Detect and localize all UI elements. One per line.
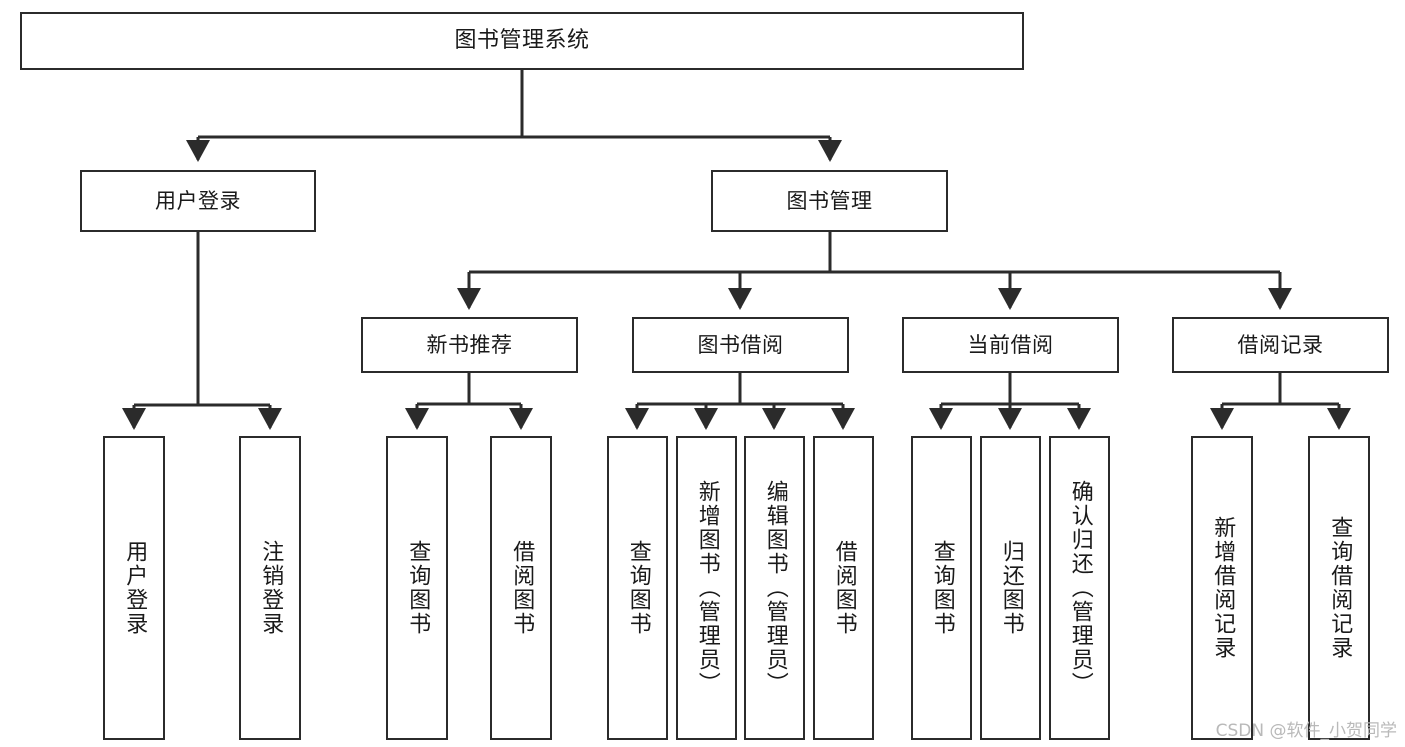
leaf-book-borrow-borrow-book[interactable]: 借阅图书 (813, 436, 874, 740)
leaf-new-book-borrow-book[interactable]: 借阅图书 (490, 436, 552, 740)
node-label: 图书管理 (786, 188, 873, 213)
leaf-book-borrow-edit-book-admin[interactable]: 编辑图书（管理员） (744, 436, 805, 740)
leaf-user-login-logout[interactable]: 注销登录 (239, 436, 301, 740)
node-label: 归还图书 (998, 540, 1024, 636)
node-label: 图书借阅 (697, 332, 784, 357)
node-label: 新增图书（管理员） (694, 480, 720, 696)
leaf-borrow-record-add-record[interactable]: 新增借阅记录 (1191, 436, 1253, 740)
node-label: 查询图书 (625, 540, 651, 636)
node-label: 注销登录 (258, 540, 284, 636)
node-label: 图书管理系统 (454, 28, 590, 54)
node-label: 用户登录 (155, 188, 241, 213)
csdn-watermark: CSDN @软件_小贺同学 (1215, 721, 1397, 741)
node-label: 新增借阅记录 (1210, 516, 1236, 660)
leaf-current-borrow-return-book[interactable]: 归还图书 (980, 436, 1041, 740)
node-label: 查询借阅记录 (1327, 516, 1353, 660)
leaf-borrow-record-query-record[interactable]: 查询借阅记录 (1308, 436, 1370, 740)
node-label: 确认归还（管理员） (1067, 480, 1093, 696)
node-label: 借阅记录 (1237, 332, 1324, 357)
node-user-login[interactable]: 用户登录 (80, 170, 316, 232)
node-borrow-record[interactable]: 借阅记录 (1172, 317, 1389, 373)
leaf-book-borrow-add-book-admin[interactable]: 新增图书（管理员） (676, 436, 737, 740)
leaf-user-login-login[interactable]: 用户登录 (103, 436, 165, 740)
leaf-new-book-query-book[interactable]: 查询图书 (386, 436, 448, 740)
node-book-borrow[interactable]: 图书借阅 (632, 317, 849, 373)
node-label: 借阅图书 (509, 540, 535, 636)
node-book-management[interactable]: 图书管理 (711, 170, 948, 232)
node-root-book-management-system[interactable]: 图书管理系统 (20, 12, 1024, 70)
leaf-book-borrow-query-book[interactable]: 查询图书 (607, 436, 668, 740)
node-label: 新书推荐 (426, 332, 513, 357)
node-label: 当前借阅 (967, 332, 1054, 357)
node-label: 查询图书 (929, 540, 955, 636)
node-label: 借阅图书 (831, 540, 857, 636)
node-current-borrow[interactable]: 当前借阅 (902, 317, 1119, 373)
node-label: 编辑图书（管理员） (762, 480, 788, 696)
node-label: 用户登录 (122, 540, 148, 636)
node-label: 查询图书 (405, 540, 431, 636)
leaf-current-borrow-query-book[interactable]: 查询图书 (911, 436, 972, 740)
node-new-book-recommend[interactable]: 新书推荐 (361, 317, 578, 373)
leaf-current-borrow-confirm-return-admin[interactable]: 确认归还（管理员） (1049, 436, 1110, 740)
